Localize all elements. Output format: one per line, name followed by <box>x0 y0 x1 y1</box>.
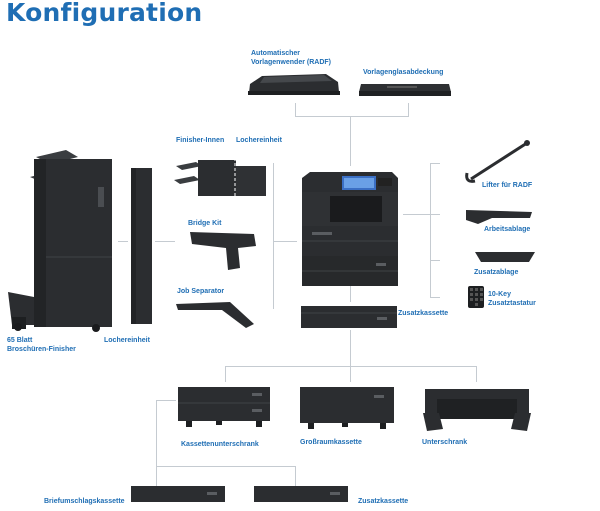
connector-line <box>225 366 477 367</box>
envelope-cassette-label: Briefumschlagskassette <box>44 498 125 505</box>
connector-line <box>156 466 157 486</box>
cabinet-image <box>423 389 531 431</box>
extra-cassette-main-label: Zusatzkassette <box>398 310 449 317</box>
connector-line <box>156 400 176 401</box>
work-tray-label: Arbeitsablage <box>484 226 531 233</box>
booklet-finisher-image <box>8 150 112 332</box>
cabinet-label: Unterschrank <box>422 439 468 446</box>
radf-label: Automatischer Vorlagenwender (RADF) <box>251 49 331 67</box>
connector-line <box>156 466 296 467</box>
connector-line <box>350 116 351 166</box>
extra-tray-image <box>475 252 535 262</box>
booklet-finisher-label-line2: Broschüren-Finisher <box>7 346 76 353</box>
keypad-label: 10-Key Zusatztastatur <box>488 290 536 308</box>
platen-cover-label: Vorlagenglasabdeckung <box>363 69 444 76</box>
connector-line <box>430 297 440 298</box>
finisher-inner-label: Finisher-Innen <box>176 137 225 144</box>
punch-unit-top-label: Lochereinheit <box>236 137 282 144</box>
radf-label-line2: Vorlagenwender (RADF) <box>251 59 331 66</box>
envelope-cassette-image <box>131 486 225 502</box>
extra-tray-label: Zusatzablage <box>474 269 519 276</box>
radf-image <box>248 74 340 95</box>
connector-line <box>295 103 296 117</box>
connector-line <box>118 241 128 242</box>
bridge-kit-label: Bridge Kit <box>188 220 222 227</box>
connector-line <box>295 466 296 486</box>
connector-line <box>295 116 409 117</box>
connector-line <box>273 163 274 309</box>
connector-line <box>273 241 297 242</box>
connector-line <box>430 163 440 164</box>
connector-line <box>476 366 477 382</box>
large-cassette-label: Großraumkassette <box>300 439 362 446</box>
mfp-main-image <box>302 172 398 286</box>
keypad-label-line1: 10-Key <box>488 291 511 298</box>
keypad-image <box>468 286 484 308</box>
connector-line <box>430 214 440 215</box>
keypad-label-line2: Zusatztastatur <box>488 300 536 307</box>
connector-line <box>156 400 157 466</box>
job-separator-image <box>176 302 254 328</box>
lifter-image <box>465 140 530 183</box>
extra-cassette-main-image <box>301 306 397 328</box>
extra-cassette-bottom-image <box>254 486 348 502</box>
job-separator-label: Job Separator <box>177 288 225 295</box>
connector-line <box>430 260 440 261</box>
radf-label-line1: Automatischer <box>251 50 301 57</box>
finisher-inner-image <box>174 158 266 198</box>
punch-unit-side-label: Lochereinheit <box>104 337 150 344</box>
connector-line <box>350 286 351 302</box>
platen-cover-image <box>359 84 451 96</box>
extra-cassette-bottom-label: Zusatzkassette <box>358 498 409 505</box>
cassette-cabinet-label: Kassettenunterschrank <box>181 441 259 448</box>
connector-line <box>403 214 430 215</box>
connector-line <box>408 103 409 117</box>
large-cassette-image <box>300 387 394 429</box>
page-title: Konfiguration <box>6 0 203 27</box>
connector-line <box>350 330 351 366</box>
connector-line <box>350 366 351 382</box>
punch-unit-side-image <box>131 168 152 324</box>
cassette-cabinet-image <box>178 387 270 427</box>
work-tray-image <box>466 210 532 224</box>
booklet-finisher-label-line1: 65 Blatt <box>7 337 33 344</box>
booklet-finisher-label: 65 Blatt Broschüren-Finisher <box>7 336 76 354</box>
bridge-kit-image <box>190 232 256 270</box>
connector-line <box>430 163 431 298</box>
connector-line <box>225 366 226 382</box>
connector-line <box>155 241 175 242</box>
lifter-label: Lifter für RADF <box>482 182 533 189</box>
